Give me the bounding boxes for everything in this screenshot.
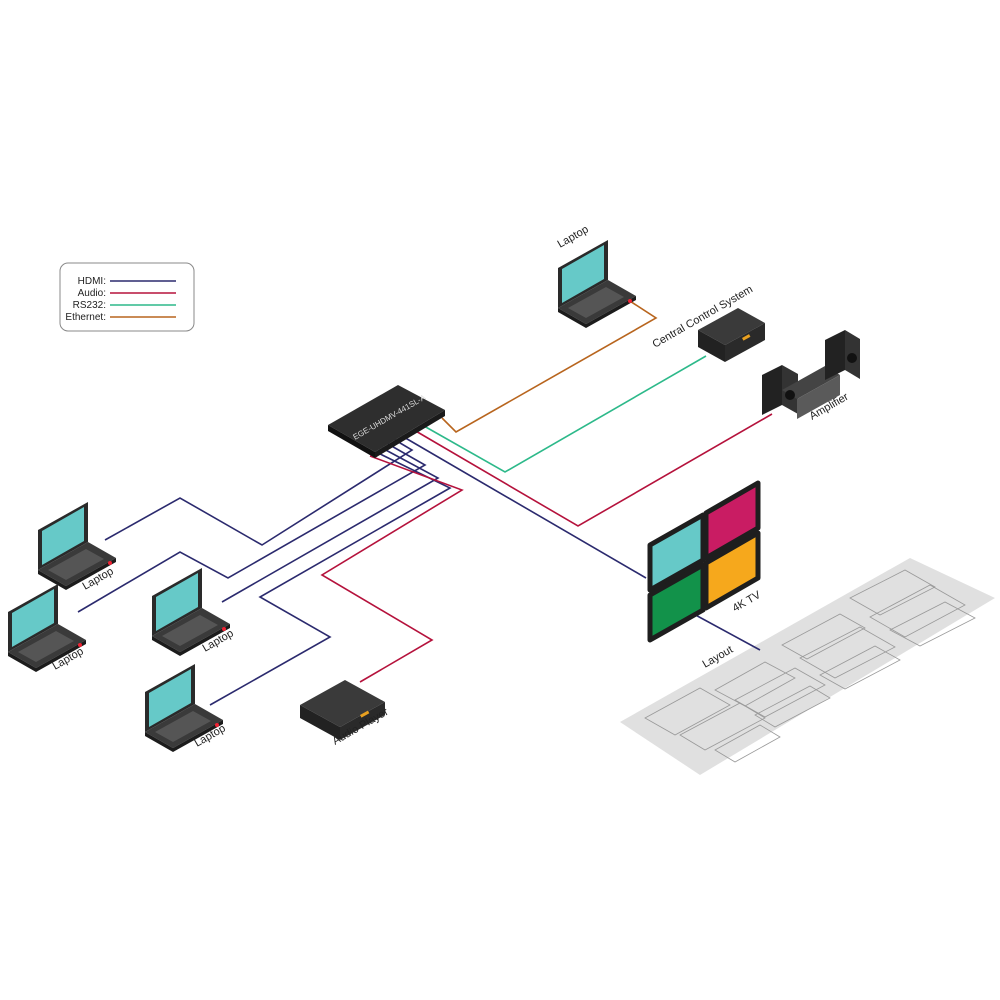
tv-tile-2 bbox=[703, 480, 761, 561]
audio-cable-audio-player bbox=[320, 455, 464, 683]
legend-hdmi-label: HDMI: bbox=[78, 276, 106, 287]
legend-audio-label: Audio: bbox=[78, 288, 106, 299]
tv-tile-3 bbox=[647, 562, 706, 643]
audio-player[interactable] bbox=[300, 680, 385, 740]
cables bbox=[77, 291, 773, 706]
ethernet-cable-laptop bbox=[441, 291, 658, 433]
amplifier[interactable] bbox=[762, 330, 860, 419]
video-wall-4k-tv[interactable] bbox=[647, 480, 761, 643]
tv-tile-4 bbox=[703, 530, 761, 611]
hdmi-cable-laptop2 bbox=[77, 443, 427, 613]
rs232-cable-central-control bbox=[423, 355, 707, 473]
layout-sheet bbox=[620, 558, 995, 775]
laptop-top[interactable] bbox=[558, 240, 636, 328]
legend-rs232-label: RS232: bbox=[73, 300, 106, 311]
hdmi-cable-laptop3 bbox=[221, 447, 440, 603]
legend: HDMI: Audio: RS232: Ethernet: bbox=[59, 262, 195, 332]
hdmi-cable-tv-2 bbox=[689, 611, 761, 651]
legend-ethernet-label: Ethernet: bbox=[65, 312, 106, 323]
hdmi-cable-tv bbox=[401, 435, 647, 579]
laptop-top-label: Laptop bbox=[556, 223, 591, 250]
matrix-switcher-device[interactable]: EGE-UHDMV-441SL-A bbox=[328, 385, 445, 458]
hdmi-cable-laptop4 bbox=[209, 451, 452, 706]
central-control-system[interactable] bbox=[698, 308, 765, 362]
hdmi-cable-laptop1 bbox=[104, 439, 414, 546]
audio-cable-amplifier bbox=[413, 413, 773, 527]
tv-tile-1 bbox=[647, 512, 706, 593]
